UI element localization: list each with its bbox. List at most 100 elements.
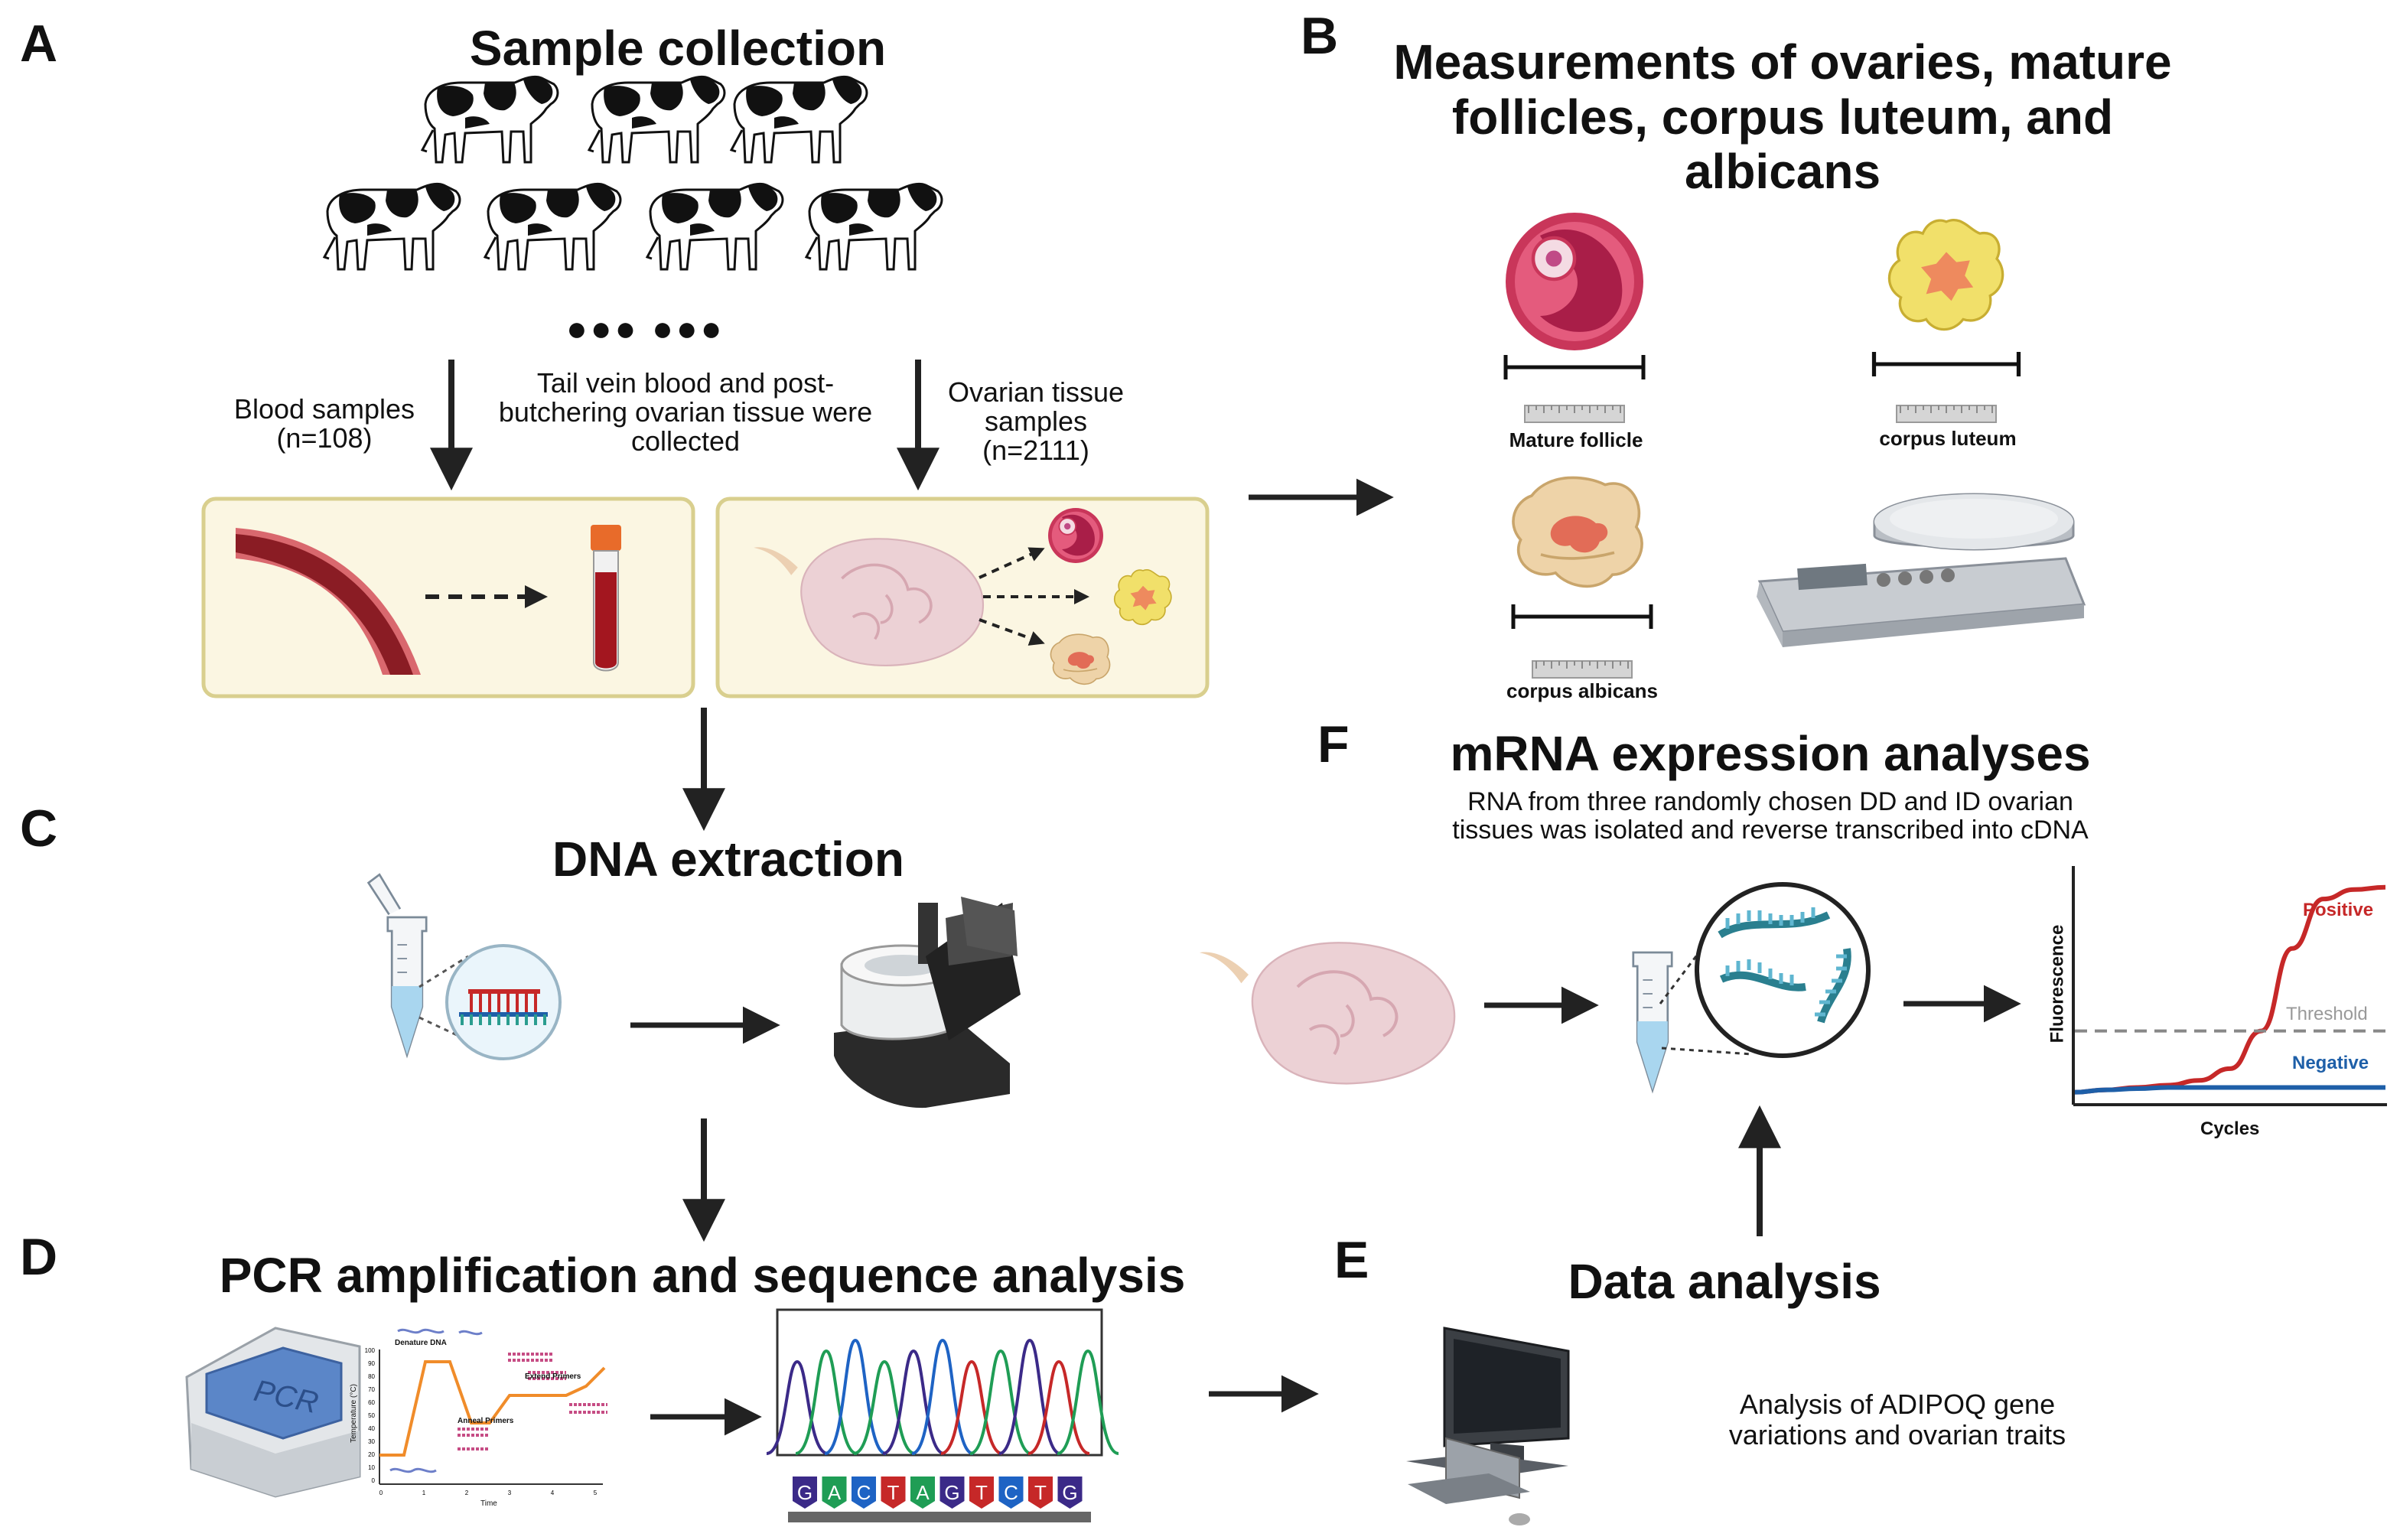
extractor-icon xyxy=(834,897,1021,1109)
pcr-y-tick: 90 xyxy=(368,1360,375,1367)
panel-letter-a: A xyxy=(20,15,58,73)
measurements-title: Measurements of ovaries, mature follicle… xyxy=(1393,34,2172,200)
cow-herd xyxy=(323,75,943,271)
anneal-label: Anneal Primers xyxy=(458,1417,514,1425)
sequence-base: T xyxy=(1034,1481,1047,1504)
cow-icon xyxy=(730,75,868,164)
sequence-base-tag xyxy=(822,1477,847,1509)
corpus-albicans-icon xyxy=(1512,476,1643,588)
pcr-y-tick: 40 xyxy=(368,1425,375,1432)
pcr-x-tick: 3 xyxy=(508,1490,512,1496)
analysis-description: Analysis of ADIPOQ gene variations and o… xyxy=(1728,1389,2066,1450)
sample-collection-title: Sample collection xyxy=(469,21,887,76)
sequence-base-tag xyxy=(1028,1477,1053,1509)
pcr-title: PCR amplification and sequence analysis xyxy=(219,1248,1186,1303)
sequence-base: G xyxy=(797,1481,812,1504)
ruler xyxy=(1524,405,1625,423)
sequence-base: T xyxy=(975,1481,988,1504)
chromatogram-peak xyxy=(766,1359,829,1455)
pcr-x-tick: 2 xyxy=(465,1490,469,1496)
pcr-y-tick: 60 xyxy=(368,1399,375,1406)
pcr-x-tick: 0 xyxy=(379,1490,383,1496)
cow-icon xyxy=(588,75,726,164)
cow-icon xyxy=(323,182,461,271)
pcr-temp-label: Temperature (°C) xyxy=(349,1384,358,1443)
corpus-luteum-icon xyxy=(1887,218,2004,331)
pcr-y-tick: 50 xyxy=(368,1412,375,1419)
chromatogram-peak xyxy=(1057,1349,1119,1455)
pcr-y-tick: 20 xyxy=(368,1451,375,1458)
qpcr-chart xyxy=(2072,866,2387,1106)
chromatogram-peak xyxy=(969,1349,1032,1455)
ellipsis-dots: ●●● ●●● xyxy=(566,308,725,348)
legend-negative: Negative xyxy=(2292,1053,2369,1073)
denature-label: Denature DNA xyxy=(395,1339,447,1347)
blood-samples-label: Blood samples (n=108) xyxy=(233,393,415,454)
scale-bar xyxy=(1513,604,1651,629)
chromatogram-peak xyxy=(998,1338,1061,1455)
follicle-icon xyxy=(1506,213,1643,350)
sequence-base-tag xyxy=(852,1477,876,1509)
sequence-base-tag xyxy=(793,1477,817,1509)
scale-icon xyxy=(1757,493,2086,647)
sequence-base-tag xyxy=(969,1477,994,1509)
data-analysis-title: Data analysis xyxy=(1568,1254,1881,1309)
scale-bar xyxy=(1874,352,2019,376)
ovary-icon xyxy=(1200,943,1454,1083)
sequence-base-tag xyxy=(910,1477,935,1509)
sequence-base: G xyxy=(944,1481,959,1504)
dna-icon xyxy=(459,989,548,1025)
corpus-albicans-icon xyxy=(1050,633,1111,685)
panel-letter-b: B xyxy=(1301,7,1339,65)
tube-icon xyxy=(366,873,428,1057)
chromatogram-peak xyxy=(795,1349,858,1455)
cow-icon xyxy=(805,182,943,271)
pcr-y-tick: 80 xyxy=(368,1373,375,1380)
mrna-description: RNA from three randomly chosen DD and ID… xyxy=(1452,787,2089,845)
ruler xyxy=(1532,660,1633,679)
dna-extraction-illustrations xyxy=(366,873,1021,1109)
sequence-base: C xyxy=(1004,1481,1018,1504)
blood-vessel-icon xyxy=(236,528,421,675)
blood-panel xyxy=(201,497,695,698)
chromatogram-peak xyxy=(940,1359,1003,1455)
mature-follicle-label: Mature follicle xyxy=(1509,428,1643,451)
chromatogram-peak xyxy=(853,1359,916,1455)
sequence-base-tag xyxy=(939,1477,965,1509)
panel-letter-c: C xyxy=(20,799,58,858)
ovarian-samples-label: Ovarian tissue samples (n=2111) xyxy=(947,376,1125,466)
follicle-icon xyxy=(1047,507,1104,564)
collection-description: Tail vein blood and post- butchering ova… xyxy=(498,367,873,457)
pcr-time-label: Time xyxy=(480,1499,497,1508)
chart-ylabel: Fluorescence xyxy=(2047,924,2068,1043)
chromatogram-peak xyxy=(882,1349,945,1455)
cow-icon xyxy=(421,75,559,164)
dna-extraction-title: DNA extraction xyxy=(552,832,904,887)
chromatogram-peak xyxy=(1027,1359,1090,1455)
corpus-luteum-icon xyxy=(1113,568,1172,626)
blood-tube-icon xyxy=(591,525,621,672)
sequence-base: A xyxy=(828,1481,842,1504)
rna-icon xyxy=(1718,907,1851,1024)
measurements-illustrations xyxy=(1506,213,2086,679)
series-line-negative xyxy=(2074,1085,2385,1095)
computer-icon xyxy=(1406,1327,1570,1525)
sequence-base: T xyxy=(887,1481,900,1504)
pcr-x-tick: 1 xyxy=(422,1490,426,1496)
pcr-machine-icon: PCR xyxy=(185,1327,361,1498)
sequence-base: C xyxy=(857,1481,871,1504)
cow-icon xyxy=(646,182,784,271)
cow-icon xyxy=(484,182,622,271)
mrna-title: mRNA expression analyses xyxy=(1450,726,2091,781)
corpus-albicans-label: corpus albicans xyxy=(1506,679,1658,702)
mrna-illustrations xyxy=(1200,866,2387,1106)
chromatogram-peak xyxy=(911,1338,974,1455)
extend-label: Extend Primers xyxy=(525,1372,581,1381)
pcr-y-tick: 70 xyxy=(368,1386,375,1393)
sequence-base-tag xyxy=(1057,1477,1083,1509)
pcr-y-tick: 100 xyxy=(365,1347,376,1354)
sequence-base: G xyxy=(1062,1481,1077,1504)
